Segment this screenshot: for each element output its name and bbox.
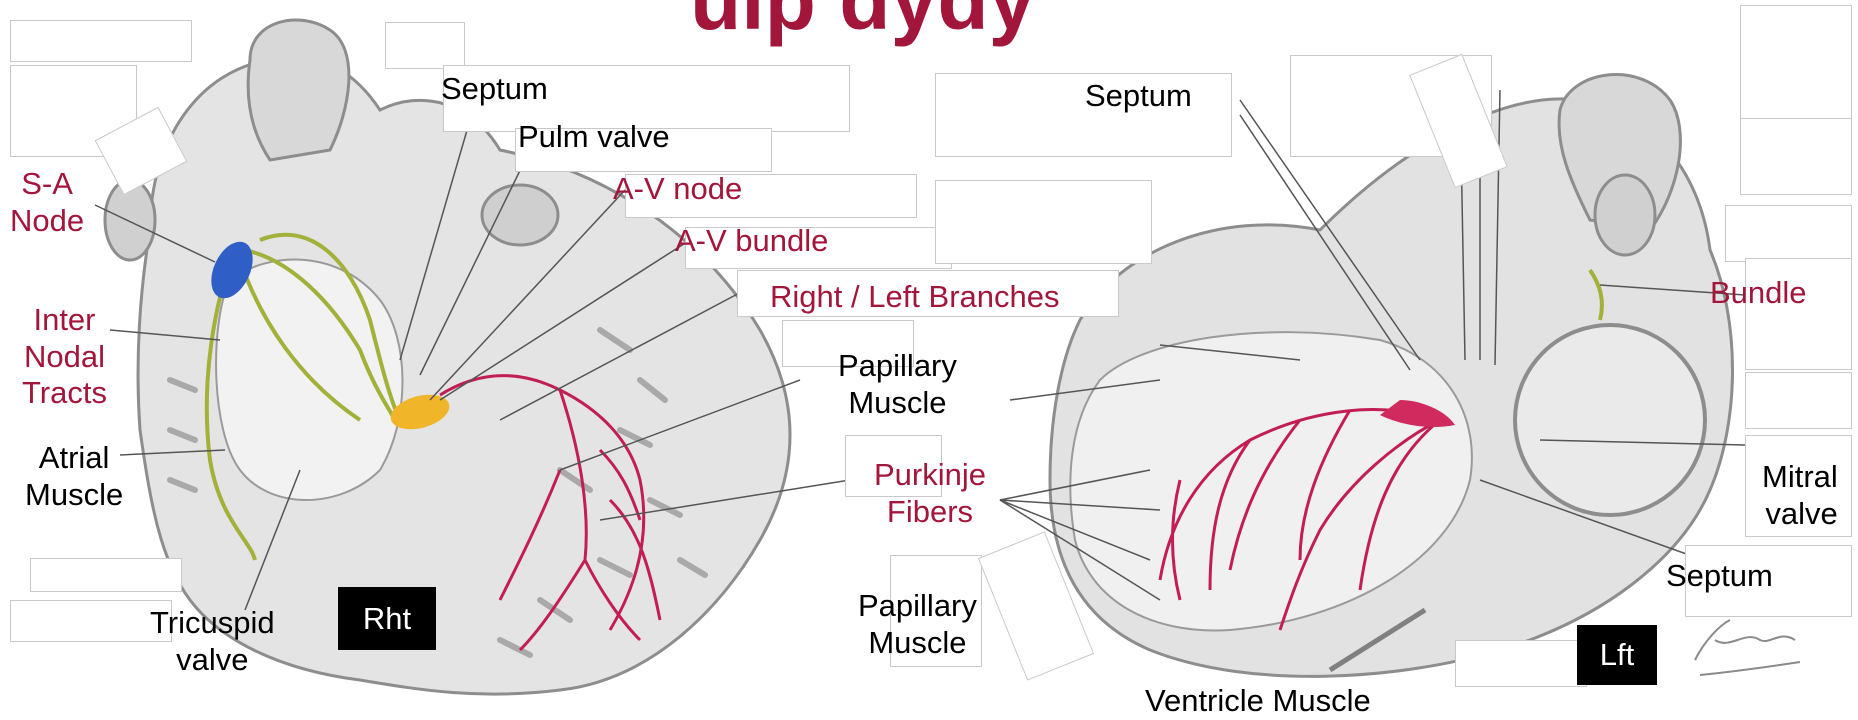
tricuspid-valve-label: Tricuspid valve	[150, 605, 275, 678]
blank-box	[935, 180, 1152, 264]
sa-node-label: S-A Node	[10, 165, 84, 239]
papillary-muscle-lower-label: Papillary Muscle	[858, 588, 977, 661]
blank-box	[1455, 640, 1587, 687]
pulm-valve-label: Pulm valve	[518, 118, 670, 155]
mitral-valve-label: Mitral valve	[1762, 458, 1838, 532]
right-heart-vena-cava	[105, 180, 155, 260]
blank-box	[1740, 5, 1852, 122]
ventricle-muscle-label: Ventricle Muscle	[1145, 682, 1371, 719]
blank-box	[10, 20, 192, 62]
blank-box	[1740, 118, 1852, 195]
left-heart-pulmonary-vein	[1595, 175, 1655, 255]
purkinje-fibers-label: Purkinje Fibers	[874, 457, 986, 530]
atrial-muscle-label: Atrial Muscle	[25, 440, 123, 513]
av-bundle-label: A-V bundle	[675, 222, 828, 259]
right-heart-aorta	[248, 20, 349, 160]
right-left-branches-label: Right / Left Branches	[770, 278, 1060, 315]
septum-label-top-left-heart: Septum	[1085, 77, 1192, 114]
left-heart-tag: Lft	[1577, 625, 1657, 685]
septum-label-right-heart: Septum	[441, 70, 548, 107]
bundle-label: Bundle	[1710, 274, 1807, 311]
blank-box	[1745, 372, 1852, 429]
blank-box	[10, 600, 172, 642]
papillary-muscle-upper-label: Papillary Muscle	[838, 348, 957, 421]
inter-nodal-tracts-label: Inter Nodal Tracts	[22, 302, 107, 412]
artist-signature	[1695, 620, 1800, 675]
blank-box	[385, 22, 465, 69]
blank-box	[30, 558, 182, 592]
septum-label-bottom-left-heart: Septum	[1666, 557, 1773, 594]
right-heart-pulm-valve-ring	[482, 185, 558, 245]
mitral-valve-ring	[1515, 325, 1705, 515]
av-node-label: A-V node	[613, 170, 742, 207]
blank-box	[1725, 205, 1852, 262]
right-heart-tag: Rht	[338, 587, 436, 650]
